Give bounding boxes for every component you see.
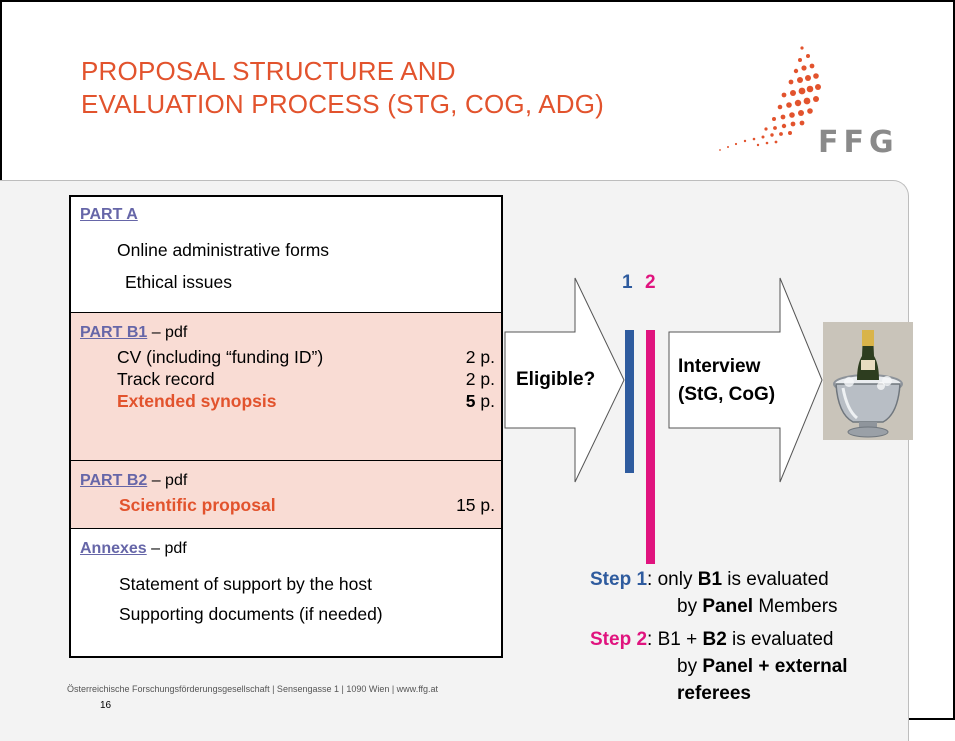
footer-address: Österreichische Forschungsförderungsgese…: [67, 684, 439, 694]
step1-line: Step 1: only B1 is evaluated: [590, 569, 829, 590]
eligible-arrow: [504, 277, 625, 483]
title-line-1: PROPOSAL STRUCTURE AND: [81, 56, 456, 86]
page-count: 5 p.: [465, 391, 495, 411]
part-b1-item-highlight: Extended synopsis: [117, 391, 277, 411]
annexes-heading[interactable]: Annexes: [80, 540, 147, 557]
part-b2-suffix: – pdf: [147, 472, 188, 489]
part-a-item: Ethical issues: [125, 272, 232, 292]
steps-description: Step 1: only B1 is evaluated by Panel Me…: [590, 566, 848, 707]
step2-line: Step 2: B1 + B2 is evaluated: [590, 629, 834, 650]
part-b2-heading[interactable]: PART B2: [80, 472, 148, 489]
step1-bar: [625, 330, 634, 473]
page-number: 16: [100, 700, 112, 711]
eligible-label: Eligible?: [516, 369, 596, 390]
part-b1-item: CV (including “funding ID”): [117, 347, 324, 367]
ffg-logo-text: FFG: [818, 125, 899, 160]
title-line-2: EVALUATION PROCESS (STG, COG, ADG): [81, 89, 605, 119]
ffg-dotted-swoosh-logo-icon: [719, 46, 821, 151]
step2-marker: 2: [645, 272, 656, 293]
part-b1-suffix: – pdf: [147, 324, 188, 341]
interview-arrow: [668, 277, 823, 483]
annex-item: Supporting documents (if needed): [119, 604, 383, 624]
annex-item: Statement of support by the host: [119, 574, 372, 594]
step1-marker: 1: [622, 272, 633, 293]
page-count: 2 p.: [465, 369, 495, 389]
part-b1-item: Track record: [117, 369, 215, 389]
page-count: 15 p.: [456, 495, 495, 515]
step2-line-3: referees: [677, 683, 751, 704]
page-count: 2 p.: [465, 347, 495, 367]
step1-line-2: by Panel Members: [677, 596, 838, 617]
champagne-bucket-photo: [823, 322, 913, 440]
part-a-section: PART A Online administrative forms Ethic…: [71, 197, 501, 313]
step2-bar: [646, 330, 655, 564]
part-b1-section: PART B1 – pdf CV (including “funding ID”…: [71, 313, 501, 461]
proposal-parts-box: PART A Online administrative forms Ethic…: [69, 195, 503, 658]
part-b2-item-highlight: Scientific proposal: [119, 495, 276, 515]
slide-title: PROPOSAL STRUCTURE AND EVALUATION PROCES…: [81, 55, 604, 121]
annexes-section: Annexes – pdf Statement of support by th…: [71, 529, 501, 656]
step2-line-2: by Panel + external: [677, 656, 848, 677]
part-a-item: Online administrative forms: [117, 240, 330, 260]
part-b1-heading[interactable]: PART B1: [80, 324, 148, 341]
annexes-suffix: – pdf: [146, 540, 187, 557]
process-arrows: [504, 277, 823, 564]
part-b2-section: PART B2 – pdf Scientific proposal 15 p.: [71, 461, 501, 529]
interview-label: Interview (StG, CoG): [678, 356, 776, 405]
part-a-heading[interactable]: PART A: [80, 206, 138, 223]
